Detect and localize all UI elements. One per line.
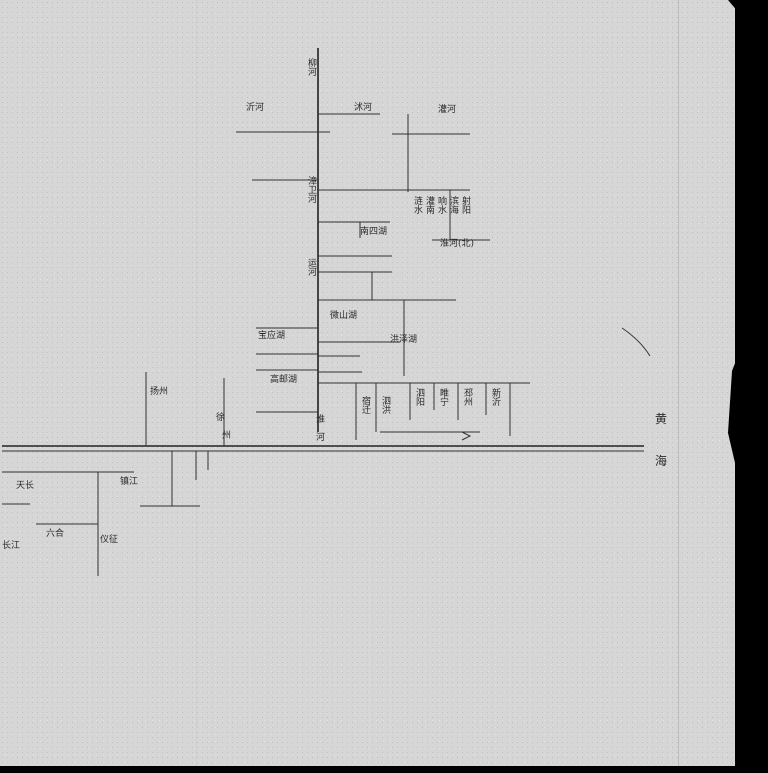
river-list-item: 睢宁 bbox=[438, 388, 448, 406]
nansi-label: 南四湖 bbox=[360, 227, 388, 237]
east-label: 灌南 bbox=[424, 196, 434, 214]
shu-label: 沭河 bbox=[354, 103, 373, 113]
weishan-label: 微山湖 bbox=[330, 311, 358, 321]
chaohe-label: 淮河(北) bbox=[440, 239, 475, 249]
east-label: 射阳 bbox=[460, 196, 470, 214]
gaoyou-label: 高邮湖 bbox=[270, 375, 298, 385]
sw-label: 六合 bbox=[46, 529, 65, 539]
page-fold-line bbox=[678, 0, 679, 766]
xu2-label: 州 bbox=[222, 431, 232, 441]
guanhe-label: 灌河 bbox=[438, 105, 457, 115]
east-label: 滨海 bbox=[448, 196, 458, 214]
trunk-top-label: 柳河 bbox=[306, 58, 316, 76]
river-list-item: 邳州 bbox=[462, 388, 472, 406]
east-label: 涟水 bbox=[412, 196, 422, 214]
xu-label: 徐 bbox=[216, 413, 226, 423]
sw-label: 天长 bbox=[16, 481, 35, 491]
yunhe-label: 运河 bbox=[306, 258, 316, 276]
river-list-item: 宿迁 bbox=[360, 396, 370, 414]
annotation-stroke bbox=[461, 431, 472, 441]
hongze-label: 洪泽湖 bbox=[390, 335, 418, 345]
huai2-label: 河 bbox=[316, 433, 326, 443]
east-label: 响水 bbox=[436, 196, 446, 214]
annotation-stroke bbox=[621, 327, 651, 357]
page-fold-line-left bbox=[196, 0, 197, 766]
zhenjiang-label: 镇江 bbox=[120, 477, 139, 487]
river-list-item: 泗阳 bbox=[414, 388, 424, 406]
baoying-label: 宝应湖 bbox=[258, 331, 286, 341]
river-list-item: 泗洪 bbox=[380, 396, 390, 414]
sea-label-1: 黄 bbox=[655, 412, 668, 426]
yangzhi-label: 扬州 bbox=[150, 387, 169, 397]
river-list-item: 新沂 bbox=[490, 388, 500, 406]
yi-label: 沂河 bbox=[246, 103, 265, 113]
sw-label: 长江 bbox=[2, 541, 21, 551]
zhangwei-label: 漳卫河 bbox=[306, 176, 316, 203]
sw-label: 仪征 bbox=[100, 535, 119, 545]
sea-label-2: 海 bbox=[655, 454, 668, 468]
huai-label: 淮 bbox=[316, 415, 326, 425]
